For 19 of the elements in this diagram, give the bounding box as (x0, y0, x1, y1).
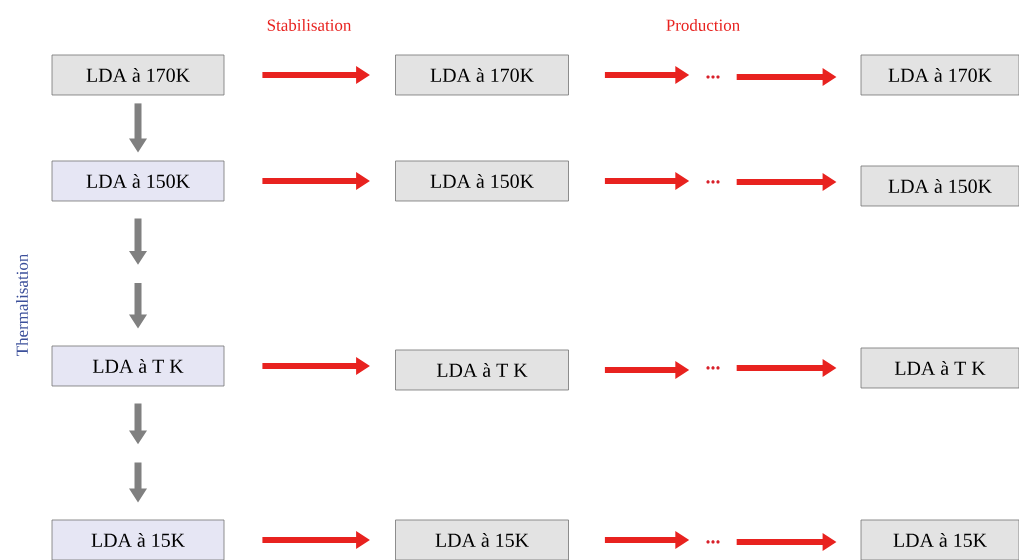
ellipsis: ... (706, 180, 720, 184)
process-box: LDA à 170K (395, 54, 569, 96)
process-box: LDA à 150K (51, 160, 225, 202)
process-box: LDA à T K (395, 349, 569, 391)
heading-label: Stabilisation (267, 19, 352, 31)
process-box: LDA à 170K (51, 54, 225, 96)
process-box: LDA à 170K (860, 54, 1019, 96)
process-box: LDA à 150K (395, 160, 569, 202)
process-box: LDA à 15K (860, 519, 1019, 560)
process-box: LDA à 15K (395, 519, 569, 560)
heading-label: Thermalisation (16, 253, 28, 356)
process-box: LDA à T K (860, 347, 1019, 389)
process-box: LDA à 150K (860, 165, 1019, 207)
ellipsis: ... (706, 540, 720, 544)
process-box: LDA à T K (51, 345, 225, 387)
ellipsis: ... (706, 366, 720, 370)
heading-label: Production (666, 19, 740, 31)
ellipsis: ... (706, 75, 720, 79)
process-box: LDA à 15K (51, 519, 225, 560)
